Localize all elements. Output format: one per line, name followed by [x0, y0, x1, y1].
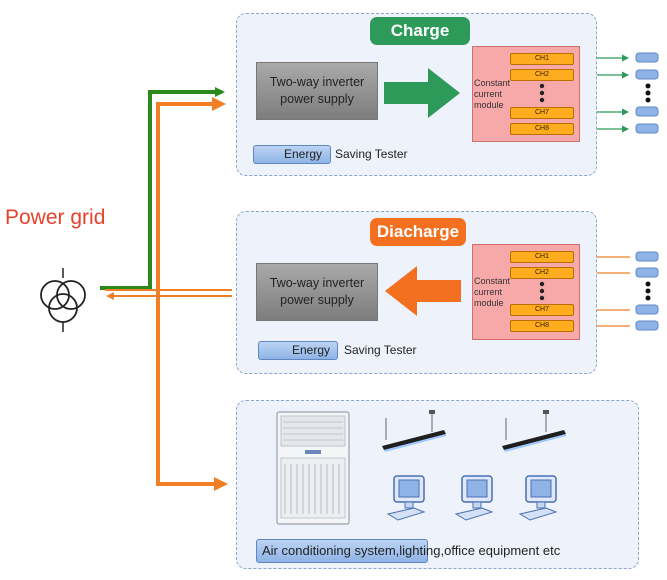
- charge-legend-text: Saving Tester: [335, 147, 408, 161]
- discharge-direction-arrow: [385, 266, 461, 316]
- discharge-inverter: Two-way inverter power supply: [256, 263, 378, 321]
- discharge-module-label: Constant current module: [474, 276, 511, 308]
- discharge-ch2: CH2: [510, 267, 574, 279]
- charge-ch7: CH7: [510, 107, 574, 119]
- computer-icon-2: [454, 475, 494, 521]
- discharge-legend-box: [258, 341, 338, 360]
- orange-flow-line-charge: [156, 97, 226, 290]
- discharge-battery-icons: [635, 251, 659, 331]
- charge-legend-box: [253, 145, 331, 164]
- discharge-ch1: CH1: [510, 251, 574, 263]
- charge-title: Charge: [370, 17, 470, 45]
- discharge-channel-ellipsis: [539, 281, 545, 301]
- charge-inverter: Two-way inverter power supply: [256, 62, 378, 120]
- computer-icon-3: [518, 475, 558, 521]
- ceiling-light-icon-1: [382, 410, 446, 452]
- charge-battery-icons: [635, 52, 659, 134]
- discharge-legend-box-label: Energy: [292, 343, 331, 357]
- load-caption-box: [256, 539, 428, 563]
- discharge-legend-text: Saving Tester: [344, 343, 417, 357]
- discharge-ch8: CH8: [510, 320, 574, 332]
- charge-direction-arrow: [384, 68, 460, 118]
- green-flow-line: [100, 87, 225, 290]
- power-grid-label: Power grid: [5, 206, 106, 229]
- air-conditioner-icon: [276, 411, 350, 525]
- discharge-title: Diacharge: [370, 218, 466, 246]
- charge-ch8: CH8: [510, 123, 574, 135]
- charge-channel-ellipsis: [539, 83, 545, 103]
- ceiling-light-icon-2: [502, 410, 566, 452]
- load-caption: Air conditioning system,lighting,office …: [262, 543, 561, 558]
- charge-ch1: CH1: [510, 53, 574, 65]
- charge-legend-box-label: Energy: [284, 147, 323, 161]
- computer-icon-1: [386, 475, 426, 521]
- charge-module-label: Constant current module: [474, 78, 511, 110]
- charge-ch2: CH2: [510, 69, 574, 81]
- transformer-icon: [40, 268, 86, 332]
- discharge-ch7: CH7: [510, 304, 574, 316]
- orange-flow-line-loads: [156, 290, 228, 491]
